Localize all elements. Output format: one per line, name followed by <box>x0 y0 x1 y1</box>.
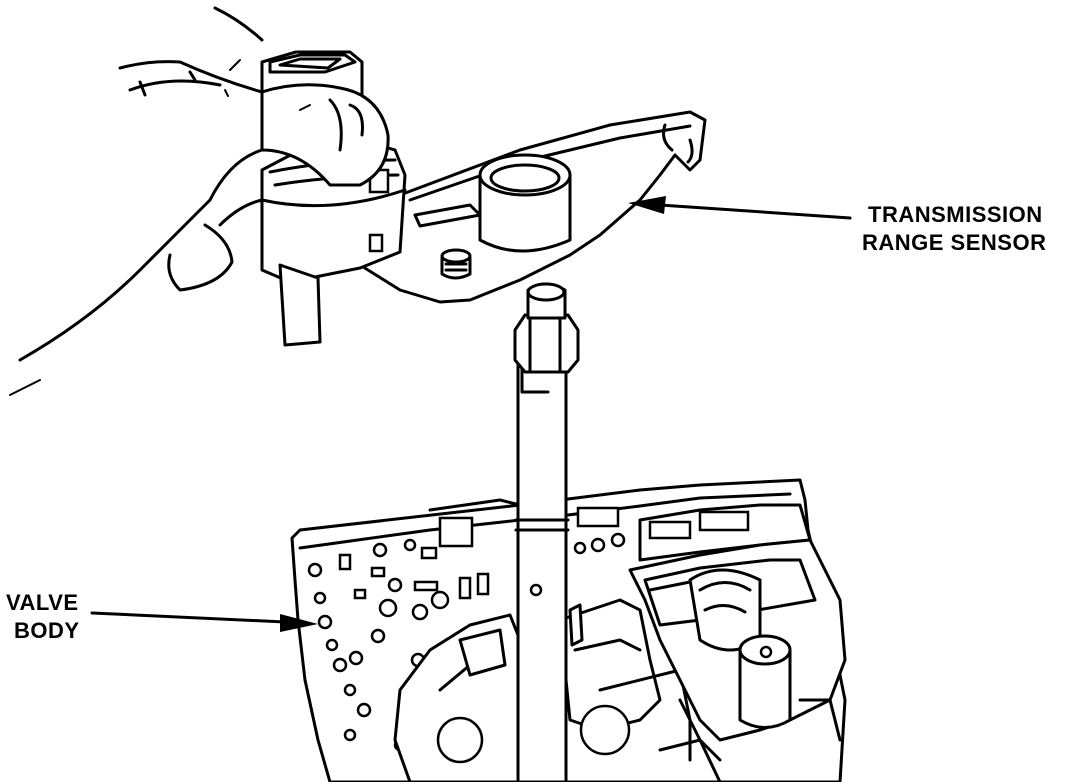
leader-line-vb <box>90 611 287 624</box>
hand <box>9 6 390 396</box>
callout-transmission-range-sensor: TRANSMISSION RANGE SENSOR <box>628 196 1046 255</box>
label-vb-line2: BODY <box>14 618 80 643</box>
leader-line-trs <box>658 203 852 220</box>
valve-body <box>290 478 847 782</box>
detent-assembly <box>628 538 847 762</box>
label-trs-line1: TRANSMISSION <box>868 202 1043 227</box>
label-vb-line1: VALVE <box>6 590 79 615</box>
label-trs-line2: RANGE SENSOR <box>862 230 1046 255</box>
callout-valve-body: VALVE BODY <box>6 590 318 643</box>
manual-shaft <box>513 282 580 782</box>
arrowhead-trs <box>628 196 666 214</box>
arrowhead-vb <box>280 614 318 632</box>
